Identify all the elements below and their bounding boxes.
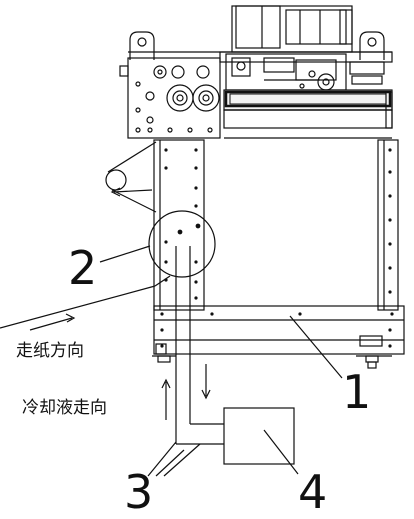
label-2: 2 bbox=[68, 241, 97, 295]
top-mechanism bbox=[119, 5, 393, 139]
label-3: 3 bbox=[124, 465, 153, 519]
coolant-pipes bbox=[161, 246, 224, 445]
coolant-unit bbox=[223, 407, 295, 465]
paper-path bbox=[0, 141, 216, 331]
label-4: 4 bbox=[298, 465, 327, 519]
leader-lines bbox=[99, 245, 343, 477]
coolant-direction-label: 冷却液走向 bbox=[22, 398, 107, 418]
paper-direction-arrow bbox=[29, 317, 73, 331]
main-frame bbox=[152, 139, 405, 369]
label-1: 1 bbox=[342, 365, 371, 419]
paper-direction-label: 走纸方向 bbox=[16, 341, 84, 361]
cooling-roller bbox=[148, 210, 216, 278]
